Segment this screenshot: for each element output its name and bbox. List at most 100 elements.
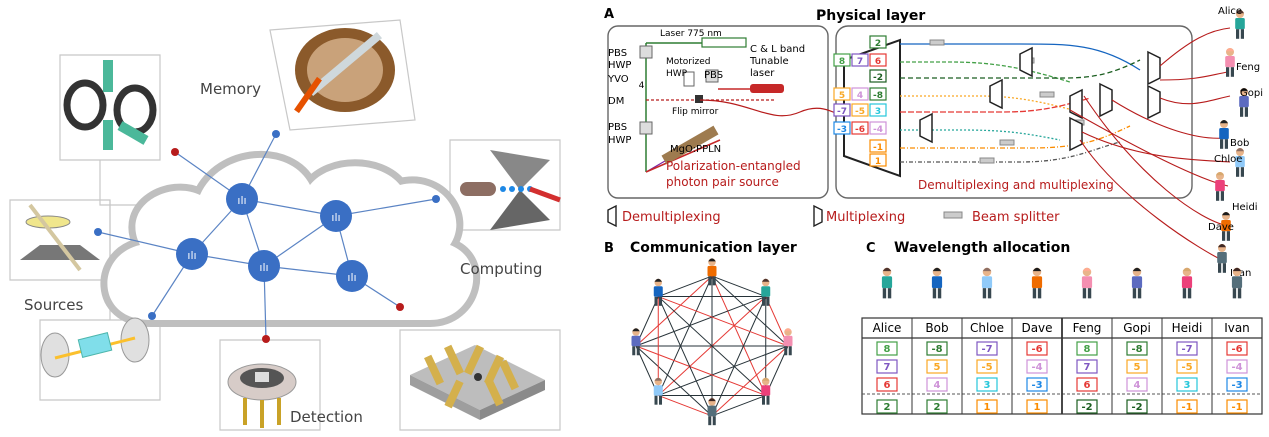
person-heidi (1181, 267, 1193, 299)
legend-mux: Multiplexing (826, 210, 905, 225)
network-node: ılı (248, 250, 280, 282)
network-node: ılı (226, 183, 258, 215)
panel-c-letter: C (866, 241, 876, 256)
wavelength-cell: -6 (1026, 341, 1048, 356)
person-alice (881, 267, 893, 299)
svg-text:1: 1 (984, 402, 991, 413)
svg-text:-8: -8 (1131, 344, 1142, 355)
person-dave (1031, 267, 1043, 299)
svg-text:2: 2 (875, 39, 881, 49)
svg-text:-3: -3 (1231, 380, 1242, 391)
mesh-link (635, 345, 766, 396)
computing-chip-illustration (410, 344, 545, 420)
column-header: Ivan (1224, 321, 1250, 335)
label-demux-mux: Demultiplexing and multiplexing (918, 178, 1114, 192)
memory-crystal-illustration (294, 28, 395, 114)
network-cloud (100, 150, 481, 327)
wavelength-cell: 4 (926, 377, 948, 392)
mesh-link (711, 275, 766, 298)
person-gopi (631, 328, 641, 356)
wavelength-cell: 8 (1076, 341, 1098, 356)
channel-pill: 8 (833, 53, 851, 67)
channel-pill: 6 (869, 53, 887, 67)
svg-text:-5: -5 (981, 362, 992, 373)
panel-c-title: Wavelength allocation (894, 240, 1070, 256)
wavelength-cell: 1 (976, 399, 998, 414)
legend-demux: Demultiplexing (622, 210, 721, 225)
person-heidi (1215, 172, 1225, 201)
wavelength-cell: -6 (1226, 341, 1248, 356)
label-tunable-3: laser (750, 68, 775, 79)
user-label: Alice (1218, 6, 1242, 17)
link-endpoints (94, 130, 440, 343)
computing-label: Computing (460, 260, 542, 278)
channel-pill: -7 (833, 103, 851, 117)
channel-pill: -6 (851, 121, 869, 135)
photon-source-box (607, 25, 829, 199)
memory-trap-illustration (63, 60, 157, 150)
user-label: Dave (1208, 222, 1234, 233)
person-ivan (1217, 244, 1227, 273)
wavelength-cell: -7 (976, 341, 998, 356)
mesh-link (635, 345, 713, 417)
wavelength-cell: -4 (1226, 359, 1248, 374)
column-header: Chloe (970, 321, 1004, 335)
svg-text:-7: -7 (837, 107, 847, 117)
person-dave (1221, 212, 1231, 241)
user-label: Gopi (1240, 88, 1263, 99)
panel-a-title: Physical layer (816, 8, 925, 24)
mux-symbol (813, 204, 823, 228)
channel-pill: -5 (851, 103, 869, 117)
source-cavity-illustration (40, 317, 150, 378)
wavelength-cell: 2 (926, 399, 948, 414)
svg-text:3: 3 (984, 380, 991, 391)
mesh-link (658, 345, 789, 396)
wavelength-cell: -3 (1226, 377, 1248, 392)
mesh-link (635, 296, 766, 347)
svg-text:5: 5 (934, 362, 941, 373)
network-node: ılı (320, 200, 352, 232)
wavelength-cell: -5 (976, 359, 998, 374)
svg-text:-4: -4 (1231, 362, 1242, 373)
svg-text:-2: -2 (1131, 402, 1142, 413)
person-gopi (1239, 88, 1249, 117)
legend-bs: Beam splitter (972, 210, 1060, 225)
person-bob (653, 278, 663, 306)
sources-label: Sources (24, 296, 84, 314)
label-source-1: Polarization-entangled (666, 159, 801, 173)
source-fiber-illustration (20, 203, 100, 272)
channel-pill: 1 (869, 153, 887, 167)
demux-mux-box (835, 25, 1193, 199)
svg-text:6: 6 (884, 380, 891, 391)
svg-text:-5: -5 (855, 107, 865, 117)
svg-text:2: 2 (884, 402, 891, 413)
svg-text:-1: -1 (873, 143, 883, 153)
detection-label: Detection (290, 408, 363, 426)
user-label: Chloe (1214, 154, 1242, 165)
demux-symbol (607, 204, 617, 228)
wavelength-cell: 6 (876, 377, 898, 392)
wavelength-cell: 5 (926, 359, 948, 374)
column-header: Heidi (1172, 321, 1203, 335)
mesh-link (657, 275, 713, 396)
wavelength-cell: -3 (1026, 377, 1048, 392)
svg-text:-3: -3 (837, 125, 847, 135)
column-header: Gopi (1123, 321, 1151, 335)
svg-text:ılı: ılı (347, 271, 356, 284)
svg-text:ılı: ılı (237, 194, 246, 207)
panel-b-letter: B (604, 241, 614, 256)
label-source-2: photon pair source (666, 175, 779, 189)
svg-text:-8: -8 (873, 91, 883, 101)
person-alice (761, 278, 771, 306)
wavelength-cell: -4 (1026, 359, 1048, 374)
wavelength-cell: 1 (1026, 399, 1048, 414)
wavelength-cell: 8 (876, 341, 898, 356)
svg-text:4: 4 (1134, 380, 1141, 391)
svg-text:7: 7 (1084, 362, 1091, 373)
user-figures: AliceFengGopiBobChloeHeidiDaveIvan (1208, 6, 1263, 279)
label-dm: DM (608, 96, 624, 107)
beam-splitter-symbol (943, 211, 963, 219)
label-hwp: HWP (608, 60, 631, 71)
wavelength-cell: 2 (876, 399, 898, 414)
